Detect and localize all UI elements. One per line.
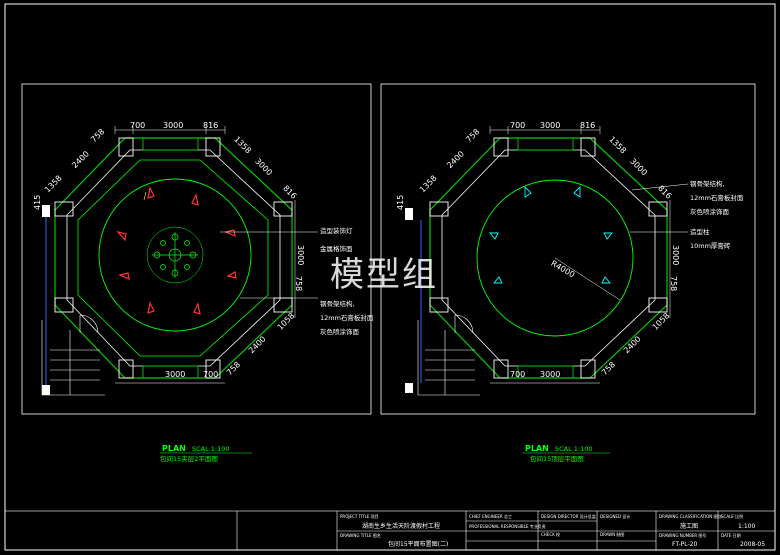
left-stairs bbox=[41, 314, 105, 396]
left-dim-right-b: 758 bbox=[294, 276, 303, 291]
right-dim-bottom-a: 3000 bbox=[540, 370, 560, 379]
left-ceiling-octagon bbox=[77, 159, 269, 357]
left-dim-lr-b: 2400 bbox=[247, 334, 268, 355]
tb-check-label: CHECK 校 bbox=[541, 531, 560, 537]
tb-professional-label: PROFESSIONAL RESPONSIBLE 专业负责 bbox=[469, 523, 546, 529]
right-ceiling-circle bbox=[476, 179, 634, 337]
right-dim-lr-a: 1058 bbox=[651, 311, 672, 332]
left-dim-top-a: 700 bbox=[130, 121, 145, 130]
right-scale-label: SCAL 1:100 bbox=[555, 445, 593, 453]
right-dim-right-b: 758 bbox=[669, 276, 678, 291]
right-dim-right-a: 3000 bbox=[671, 245, 680, 265]
right-dim-ur-c: 816 bbox=[656, 184, 673, 201]
left-note-2: 金属格饰面 bbox=[320, 244, 353, 253]
tb-drawn-label: DRAWN 制图 bbox=[600, 531, 624, 537]
right-dim-ul-c: 1358 bbox=[418, 174, 439, 195]
tb-classification-value: 施工图 bbox=[680, 522, 698, 530]
right-column-marker bbox=[405, 208, 413, 220]
tb-project-value: 湖南生乡生活天阶渡假村工程 bbox=[362, 522, 440, 530]
left-dim-top-b: 3000 bbox=[163, 121, 183, 130]
left-note-5: 灰色喷涂饰面 bbox=[320, 327, 360, 336]
left-dim-ul-c: 1358 bbox=[43, 174, 64, 195]
right-dim-top-a: 700 bbox=[510, 121, 525, 130]
left-leader-lines bbox=[220, 231, 318, 299]
right-floor-plan: R4000 700 bbox=[396, 121, 744, 463]
right-dim-ul-a: 758 bbox=[464, 127, 481, 144]
right-dim-ur-a: 1358 bbox=[607, 135, 628, 156]
left-note-1: 造型装饰灯 bbox=[320, 226, 353, 235]
tb-number-label: DRAWING NUMBER 图号 bbox=[659, 532, 706, 538]
right-dim-top-c: 816 bbox=[580, 121, 595, 130]
right-column-marker-2 bbox=[405, 383, 413, 393]
left-ceiling-circle bbox=[98, 178, 252, 332]
left-dim-top-c: 816 bbox=[203, 121, 218, 130]
tb-date-label: DATE 日期 bbox=[721, 532, 741, 538]
left-inner-wall bbox=[66, 149, 281, 367]
right-dim-ur-b: 3000 bbox=[628, 157, 649, 178]
tb-drawing-value: 包间15平面布置图(二) bbox=[388, 540, 448, 548]
right-dim-top-b: 3000 bbox=[540, 121, 560, 130]
tb-scale-label: SCALE 比例 bbox=[721, 513, 743, 519]
left-column-marker bbox=[42, 205, 50, 217]
right-drawing-frame bbox=[380, 83, 756, 415]
right-radius-line bbox=[554, 257, 621, 301]
right-stairs bbox=[417, 314, 480, 396]
right-dim-ul-b: 2400 bbox=[445, 149, 466, 170]
tb-drawing-label: DRAWING TITLE 图名 bbox=[340, 532, 381, 538]
right-plan-title: 包间15顶层平面图 bbox=[530, 454, 584, 463]
tb-designed-label: DESIGNED 设计 bbox=[600, 513, 630, 519]
right-plan-label: PLAN bbox=[525, 444, 549, 453]
left-note-3: 钢骨架结构, bbox=[320, 299, 355, 308]
right-note-2: 12mm石膏板封面 bbox=[690, 193, 744, 202]
left-scale-label: SCAL 1:100 bbox=[192, 445, 230, 453]
left-dimension-lines bbox=[114, 126, 296, 384]
left-dim-ul-a: 758 bbox=[89, 127, 106, 144]
right-dim-bottom-b: 700 bbox=[510, 370, 525, 379]
left-dim-left-a: 415 bbox=[33, 195, 42, 210]
right-inner-wall bbox=[441, 149, 656, 367]
right-leader-lines bbox=[630, 183, 689, 233]
right-note-3: 灰色喷涂饰面 bbox=[690, 207, 730, 216]
tb-scale-value: 1:100 bbox=[738, 523, 755, 530]
left-dim-bottom-a: 3000 bbox=[165, 370, 185, 379]
right-note-5: 10mm厚膏砖 bbox=[690, 241, 731, 250]
right-dim-lr-c: 758 bbox=[600, 360, 617, 377]
left-note-4: 12mm石膏板封面 bbox=[320, 313, 374, 322]
left-dim-ur-b: 3000 bbox=[253, 157, 274, 178]
tb-date-value: 2008-05 bbox=[740, 541, 765, 548]
left-wall-lights bbox=[116, 186, 237, 315]
tb-number-value: FT-PL-20 bbox=[672, 541, 697, 548]
right-radius-label: R4000 bbox=[549, 259, 576, 280]
right-note-1: 钢骨架结构, bbox=[690, 179, 725, 188]
left-dim-ur-a: 1358 bbox=[232, 135, 253, 156]
left-dim-bottom-b: 700 bbox=[203, 370, 218, 379]
left-chandelier bbox=[152, 232, 198, 278]
left-dim-lr-c: 758 bbox=[225, 360, 242, 377]
right-dim-left-a: 415 bbox=[396, 195, 405, 210]
left-plan-label: PLAN bbox=[162, 444, 186, 453]
tb-design-director-label: DESIGN DIRECTOR 设计总监 bbox=[541, 513, 596, 519]
left-dim-ul-b: 2400 bbox=[70, 149, 91, 170]
tb-project-label: PROJECT TITLE 项目 bbox=[340, 513, 379, 519]
left-column-marker-2 bbox=[42, 385, 50, 395]
right-dimension-lines bbox=[489, 126, 671, 384]
left-dim-lr-a: 1058 bbox=[276, 311, 297, 332]
left-dim-right-a: 3000 bbox=[296, 245, 305, 265]
left-dim-ur-c: 816 bbox=[281, 184, 298, 201]
tb-chief-engineer-label: CHIEF ENGINEER 总工 bbox=[469, 513, 512, 519]
left-plan-title: 包间15夹层2平面图 bbox=[160, 454, 218, 463]
left-inner-circle bbox=[146, 226, 204, 284]
left-wall-piers bbox=[54, 137, 293, 379]
title-block bbox=[4, 510, 776, 551]
right-note-4: 造型柱 bbox=[690, 227, 710, 236]
left-floor-plan: 700 3000 816 758 2400 1358 1358 3000 816… bbox=[33, 121, 374, 463]
right-dim-lr-b: 2400 bbox=[622, 334, 643, 355]
tb-classification-label: DRAWING CLASSIFICATION 图别 bbox=[659, 513, 722, 519]
left-drawing-frame bbox=[21, 83, 372, 415]
right-wall-piers bbox=[429, 137, 668, 379]
watermark-text: 模型组 bbox=[330, 255, 438, 295]
right-column-markers bbox=[489, 185, 613, 284]
